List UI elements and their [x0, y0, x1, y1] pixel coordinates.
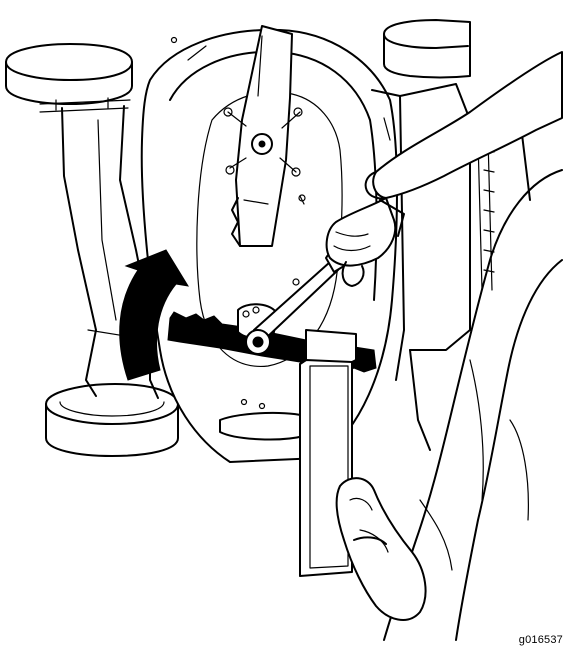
figure-id-label: g016537: [518, 634, 563, 646]
operator-arm: [325, 51, 563, 287]
rear-right-wheel: [383, 19, 471, 79]
front-left-wheel: [45, 383, 179, 457]
wrench: [245, 250, 347, 355]
operator-shoe: [335, 477, 427, 621]
upper-blade: [223, 25, 303, 247]
rear-left-wheel: [5, 43, 133, 113]
rotation-arrow-icon: [119, 249, 189, 381]
